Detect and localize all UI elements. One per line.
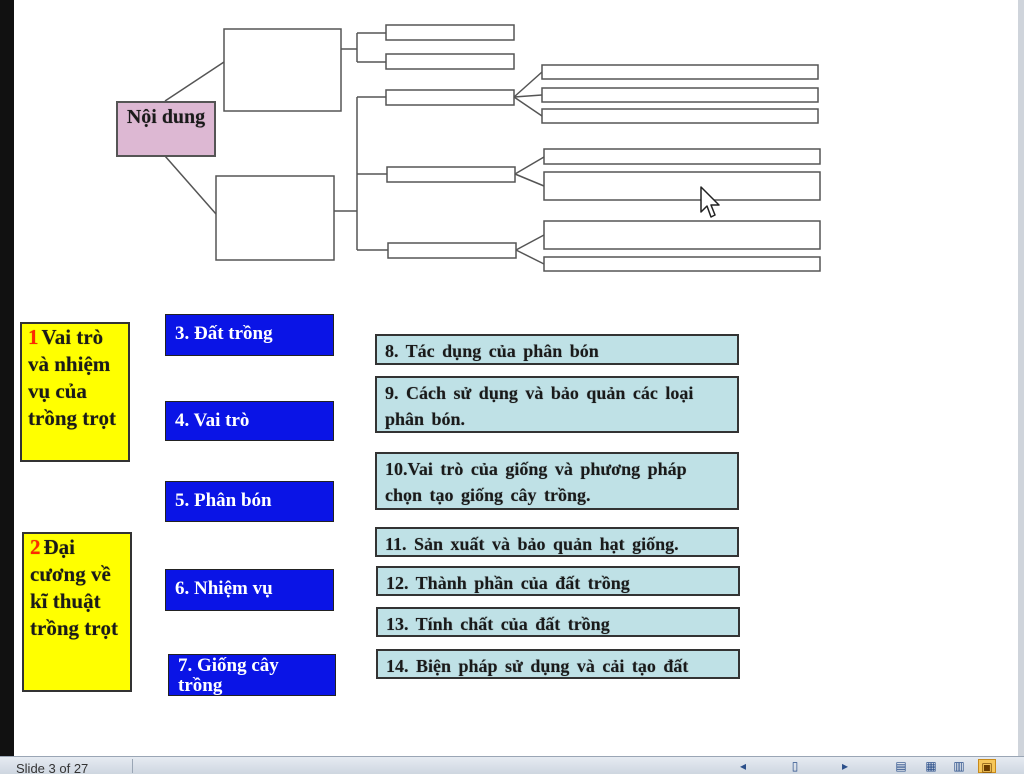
- blue-item-phan-bon[interactable]: 5. Phân bón: [165, 481, 334, 522]
- prev-slide-icon[interactable]: ◂: [739, 759, 747, 773]
- item-label: 8. Tác dụng của phân bón: [385, 341, 599, 361]
- connector-fan-3a: [515, 234, 545, 251]
- cyan-item-10[interactable]: 10.Vai trò của giống và phương pháp chọn…: [375, 452, 739, 510]
- empty-branch-top: [223, 28, 342, 112]
- section-text: Vai trò và nhiệm vụ của trồng trọt: [28, 325, 117, 430]
- window-left-border: [0, 0, 14, 756]
- normal-view-icon[interactable]: ▤: [895, 759, 907, 773]
- empty-leaf: [385, 53, 515, 70]
- empty-leaf-wide: [543, 148, 821, 165]
- empty-leaf: [385, 24, 515, 41]
- empty-leaf: [386, 166, 516, 183]
- item-label: 4. Vai trò: [175, 410, 250, 431]
- blue-item-nhiem-vu[interactable]: 6. Nhiệm vụ: [165, 569, 334, 611]
- cyan-item-11[interactable]: 11. Sản xuất và bảo quản hạt giống.: [375, 527, 739, 557]
- empty-leaf: [387, 242, 517, 259]
- empty-leaf-wide: [543, 256, 821, 272]
- item-label: 5. Phân bón: [175, 490, 272, 511]
- item-label: 9. Cách sử dụng và bảo quản các loại phâ…: [385, 383, 694, 429]
- empty-branch-bottom: [215, 175, 335, 261]
- arrow-cursor-icon: [700, 186, 720, 218]
- connector-fan-3b: [515, 249, 545, 265]
- slide-sorter-icon[interactable]: ▦: [925, 759, 937, 773]
- reading-view-icon[interactable]: ▥: [953, 759, 965, 773]
- connector-fan-2a: [514, 156, 545, 175]
- section-number: 1: [28, 325, 39, 349]
- item-label: 3. Đất trồng: [175, 323, 273, 344]
- slide-icon[interactable]: ▯: [791, 759, 799, 773]
- item-label: 12. Thành phần của đất trồng: [386, 573, 630, 593]
- connector-fan-2b: [514, 173, 545, 187]
- item-label: 13. Tính chất của đất trồng: [386, 614, 610, 634]
- cyan-item-8[interactable]: 8. Tác dụng của phân bón: [375, 334, 739, 365]
- item-label: 11. Sản xuất và bảo quản hạt giống.: [385, 534, 679, 554]
- empty-leaf-wide: [541, 64, 819, 80]
- blue-item-giong-cay-trong[interactable]: 7. Giống cây trồng: [168, 654, 336, 696]
- connector-fan-1b: [513, 94, 543, 98]
- cyan-item-9[interactable]: 9. Cách sử dụng và bảo quản các loại phâ…: [375, 376, 739, 433]
- connector-fan-1c: [513, 96, 543, 117]
- empty-leaf: [385, 89, 515, 106]
- empty-leaf-wide: [543, 171, 821, 201]
- blue-item-dat-trong[interactable]: 3. Đất trồng: [165, 314, 334, 356]
- item-label: 14. Biện pháp sử dụng và cải tạo đất: [386, 656, 689, 676]
- blue-item-vai-tro[interactable]: 4. Vai trò: [165, 401, 334, 441]
- connector-fan-1a: [513, 71, 543, 98]
- connector-root-top: [164, 61, 225, 102]
- section-text: Đại cương về kĩ thuật trồng trọt: [30, 535, 119, 640]
- cyan-item-12[interactable]: 12. Thành phần của đất trồng: [376, 566, 740, 596]
- section-number: 2: [30, 535, 41, 559]
- next-slide-icon[interactable]: ▸: [841, 759, 849, 773]
- status-separator: [132, 759, 133, 773]
- cyan-item-13[interactable]: 13. Tính chất của đất trồng: [376, 607, 740, 637]
- slide-counter: Slide 3 of 27: [16, 761, 89, 774]
- empty-leaf-wide: [541, 108, 819, 124]
- empty-leaf-wide: [543, 220, 821, 250]
- item-label: 7. Giống cây trồng: [178, 655, 279, 696]
- empty-leaf-wide: [541, 87, 819, 103]
- window-right-border: [1018, 0, 1024, 756]
- status-bar: Slide 3 of 27 ◂ ▯ ▸ ▤ ▦ ▥ ▣: [0, 756, 1024, 774]
- item-label: 6. Nhiệm vụ: [175, 578, 273, 599]
- root-node-noi-dung: Nội dung: [116, 101, 216, 157]
- slide-show-icon[interactable]: ▣: [978, 759, 996, 774]
- cyan-item-14[interactable]: 14. Biện pháp sử dụng và cải tạo đất: [376, 649, 740, 679]
- root-node-label: Nội dung: [126, 106, 206, 128]
- connector-root-bottom: [164, 155, 217, 215]
- mindmap-diagram: [164, 24, 821, 272]
- item-label: 10.Vai trò của giống và phương pháp chọn…: [385, 459, 687, 505]
